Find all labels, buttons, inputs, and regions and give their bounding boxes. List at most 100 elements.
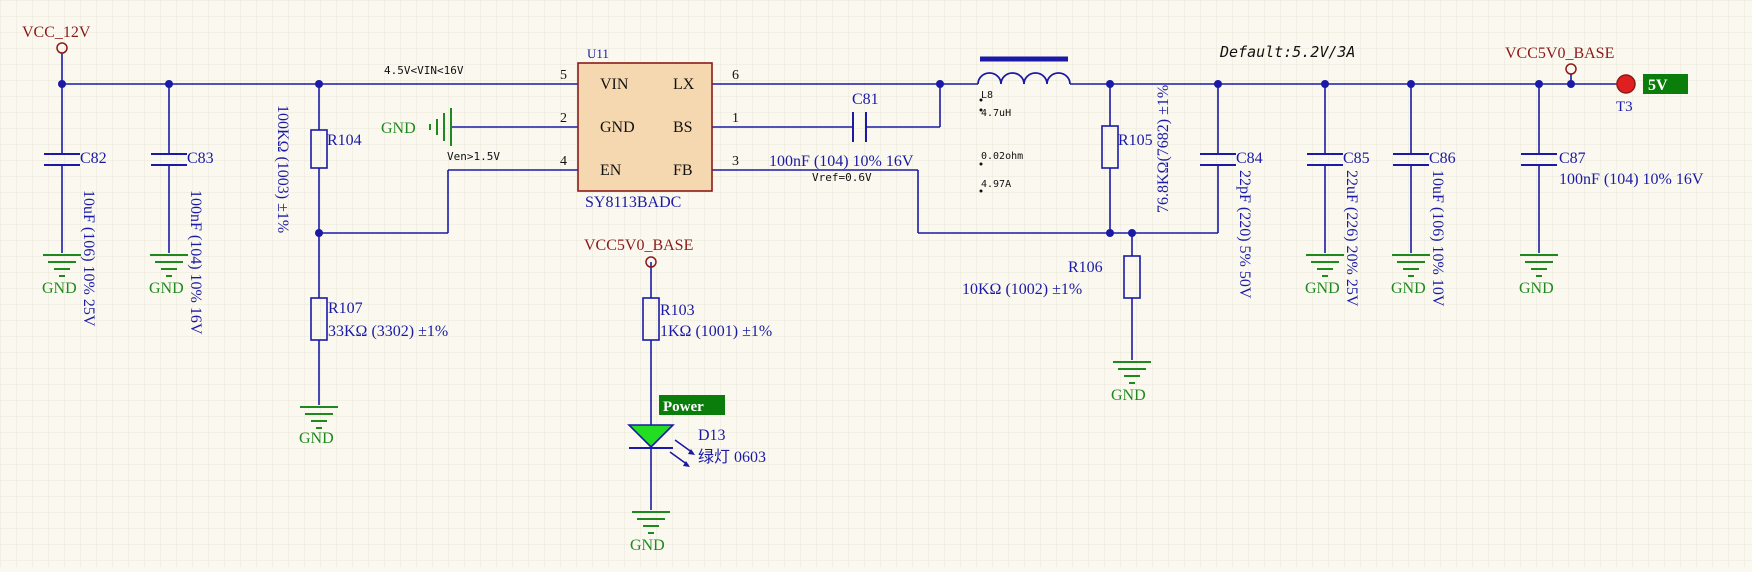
cap-value-c85: 22uF (226) 20% 25V <box>1343 170 1360 307</box>
param-dot <box>979 189 983 193</box>
gnd-label-c86: GND <box>1391 280 1426 297</box>
junction-dot <box>1567 80 1575 88</box>
port-5v-box[interactable] <box>1643 74 1688 94</box>
junction-dot <box>1128 229 1136 237</box>
power-port-circle <box>56 42 68 54</box>
net-label-vcc5-out: VCC5V0_BASE <box>1505 45 1614 62</box>
port-5v-label: 5V <box>1648 77 1668 94</box>
gnd-label-c83: GND <box>149 280 184 297</box>
cap-ref-c84: C84 <box>1236 150 1263 167</box>
inductor-ref: L8 <box>981 90 993 101</box>
gnd-label-c87: GND <box>1519 280 1554 297</box>
res-value-r107: 33KΩ (3302) ±1% <box>328 323 448 340</box>
cap-ref-c87: C87 <box>1559 150 1586 167</box>
net-vcc12[interactable]: VCC_12V <box>22 24 91 54</box>
ic-pin-num-1: 1 <box>732 111 739 126</box>
cap-value-c87: 100nF (104) 10% 16V <box>1559 171 1704 188</box>
gnd-symbol-r106[interactable] <box>1113 361 1151 384</box>
ic-pin-name-vin: VIN <box>600 76 629 93</box>
inductor-current: 4.97A <box>981 179 1011 190</box>
ic-body[interactable] <box>577 62 713 192</box>
res-ref-r103: R103 <box>660 302 695 319</box>
cap-value-c82: 10uF (106) 10% 25V <box>80 190 97 327</box>
resistor-r105[interactable] <box>1101 125 1119 169</box>
res-ref-r106: R106 <box>1068 259 1103 276</box>
cap-value-c86: 10uF (106) 10% 10V <box>1429 170 1446 307</box>
capacitor-c83[interactable] <box>151 153 187 166</box>
ic-u11[interactable]: U11 SY8113BADC VIN GND EN 5 2 4 LX BS FB… <box>560 46 739 211</box>
gnd-symbol-c82[interactable] <box>43 254 81 277</box>
capacitor-c87[interactable] <box>1521 153 1557 166</box>
gnd-label-u11: GND <box>381 120 416 137</box>
res-ref-r107: R107 <box>328 300 363 317</box>
param-dot <box>979 98 983 102</box>
led-d13[interactable] <box>627 424 695 467</box>
ic-pin-num-2: 2 <box>560 111 567 126</box>
gnd-symbol-c85[interactable] <box>1306 254 1344 277</box>
capacitor-c82[interactable] <box>44 153 80 166</box>
net-vcc5-led[interactable]: VCC5V0_BASE <box>584 237 693 268</box>
junction-dot <box>165 80 173 88</box>
ic-pin-name-gnd: GND <box>600 119 635 136</box>
cap-ref-c85: C85 <box>1343 150 1370 167</box>
ic-part: SY8113BADC <box>585 194 681 211</box>
ic-pin-num-5: 5 <box>560 68 567 83</box>
junction-dot <box>315 80 323 88</box>
cap-ref-c83: C83 <box>187 150 214 167</box>
led-arrowhead <box>683 461 690 467</box>
gnd-symbol-c87[interactable] <box>1520 254 1558 277</box>
ic-pin-name-fb: FB <box>673 162 693 179</box>
cap-value-c83: 100nF (104) 10% 16V <box>187 190 204 335</box>
junction-dot <box>1321 80 1329 88</box>
gnd-label-led: GND <box>630 537 665 554</box>
gnd-label-r107: GND <box>299 430 334 447</box>
gnd-label-c85: GND <box>1305 280 1340 297</box>
ic-pin-num-6: 6 <box>732 68 739 83</box>
gnd-symbol-u11[interactable] <box>429 108 452 146</box>
net-label-vcc12: VCC_12V <box>22 24 91 41</box>
ic-ref: U11 <box>587 46 609 61</box>
resistor-r103[interactable] <box>642 297 660 341</box>
ic-pin-name-bs: BS <box>673 119 693 136</box>
capacitor-c84[interactable] <box>1200 153 1236 166</box>
gnd-symbol-c83[interactable] <box>150 254 188 277</box>
capacitor-c86[interactable] <box>1393 153 1429 166</box>
power-label-box <box>659 395 725 415</box>
capacitor-c81[interactable] <box>852 112 867 142</box>
testpoint-t3[interactable] <box>1616 74 1636 94</box>
led-ref: D13 <box>698 427 726 444</box>
ic-pin-name-lx: LX <box>673 76 695 93</box>
inductor-l8[interactable]: L8 4.7uH 0.02ohm 4.97A <box>977 56 1071 193</box>
resistor-r107[interactable] <box>310 297 328 341</box>
gnd-symbol-led[interactable] <box>632 511 670 534</box>
resistor-r106[interactable] <box>1123 255 1141 299</box>
junction-dot <box>1214 80 1222 88</box>
inductor-value: 4.7uH <box>981 108 1011 119</box>
testpoint-ref: T3 <box>1616 99 1633 115</box>
param-dot <box>979 162 983 166</box>
res-value-r103: 1KΩ (1001) ±1% <box>660 323 772 340</box>
res-value-r106: 10KΩ (1002) ±1% <box>962 281 1082 298</box>
junction-dot <box>58 80 66 88</box>
res-ref-r104: R104 <box>327 132 362 149</box>
res-value-r104: 100KΩ (1003) ±1% <box>274 105 291 233</box>
ic-pin-name-en: EN <box>600 162 622 179</box>
net-label-vcc5-led: VCC5V0_BASE <box>584 237 693 254</box>
led-arrowhead <box>688 449 695 455</box>
junction-dot <box>936 80 944 88</box>
resistor-r104[interactable] <box>310 129 328 169</box>
gnd-label-r106: GND <box>1111 387 1146 404</box>
cap-ref-c81: C81 <box>852 91 879 108</box>
gnd-symbol-r107[interactable] <box>300 406 338 429</box>
capacitor-c85[interactable] <box>1307 153 1343 166</box>
power-port-circle <box>1565 63 1577 75</box>
gnd-symbol-c86[interactable] <box>1392 254 1430 277</box>
junction-dot <box>1407 80 1415 88</box>
ic-pin-num-3: 3 <box>732 154 739 169</box>
param-dot <box>979 108 983 112</box>
net-vcc5-out[interactable]: VCC5V0_BASE <box>1505 45 1614 75</box>
power-label: Power <box>663 399 704 415</box>
